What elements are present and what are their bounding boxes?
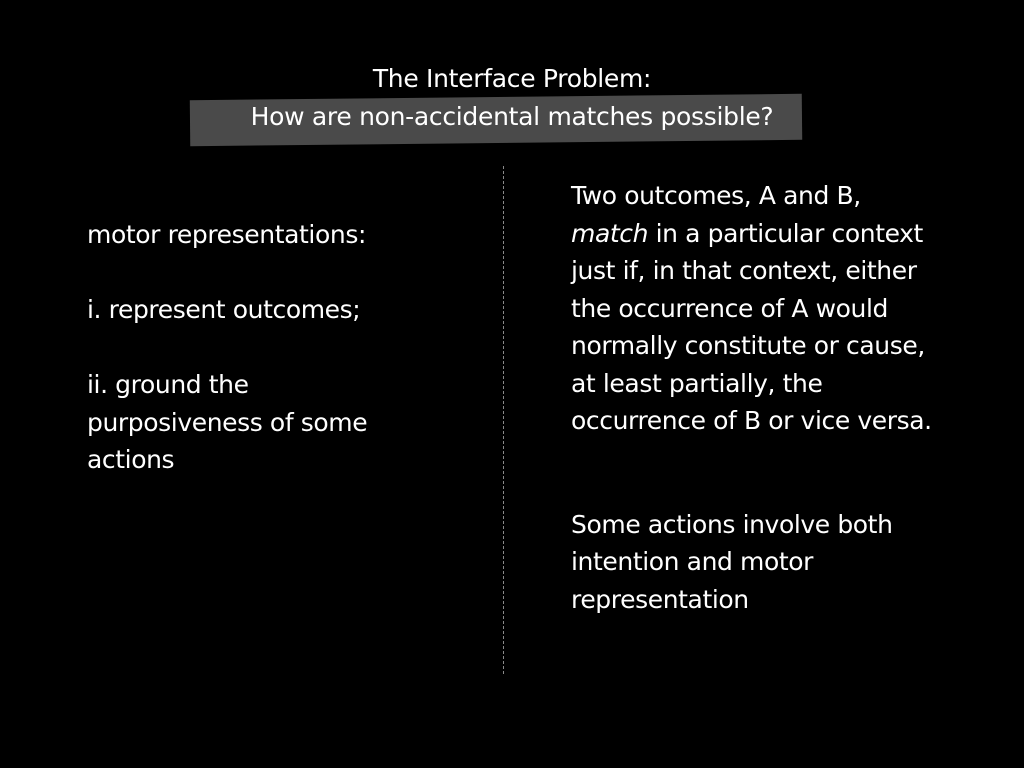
left-column: motor representations: i. represent outc… <box>87 216 467 479</box>
left-item-2-line-1: ii. ground the <box>87 370 249 399</box>
claim-line-2: intention and motor <box>571 547 814 576</box>
definition-line-2: match in a particular context <box>571 215 991 253</box>
definition-line-7: occurrence of B or vice versa. <box>571 406 932 435</box>
left-heading: motor representations: <box>87 220 366 249</box>
claim-line-1: Some actions involve both <box>571 509 893 539</box>
right-column: Two outcomes, A and B, match in a partic… <box>571 177 991 618</box>
left-item-1: i. represent outcomes; <box>87 295 361 324</box>
definition-line-3: just if, in that context, either <box>571 256 917 285</box>
definition-line-4: the occurrence of A would <box>571 293 888 323</box>
slide-subtitle: How are non-accidental matches possible? <box>250 102 774 131</box>
slide-title-block: The Interface Problem: <box>0 62 1024 96</box>
definition-line-6: at least partially, the <box>571 368 823 398</box>
definition-emphasis: match <box>571 218 649 248</box>
left-item-2-line-3: actions <box>87 445 175 474</box>
slide-title: The Interface Problem: <box>372 64 652 93</box>
definition-line-2-rest: in a particular context <box>648 218 924 248</box>
column-divider <box>503 166 504 674</box>
left-item-2-line-2: purposiveness of some <box>87 407 368 437</box>
definition-line-1: Two outcomes, A and B, <box>571 181 861 210</box>
claim-line-3: representation <box>571 584 749 614</box>
definition-line-5: normally constitute or cause, <box>571 331 925 360</box>
